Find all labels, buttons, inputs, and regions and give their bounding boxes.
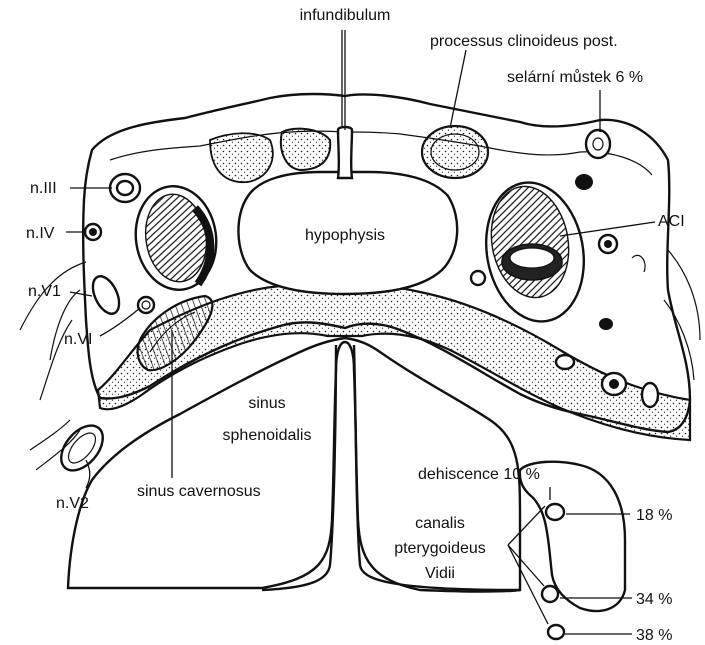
label-34: 34 % — [636, 591, 672, 608]
pterygoid-canals — [540, 502, 566, 641]
label-38: 38 % — [636, 627, 672, 644]
label-pterygoideus: pterygoideus — [394, 540, 486, 557]
label-nv1: n.V1 — [28, 283, 61, 300]
label-nv2: n.V2 — [56, 495, 89, 512]
label-canalis: canalis — [415, 515, 465, 532]
left-carotid — [134, 185, 218, 291]
leader-lines — [66, 49, 656, 635]
sphenoid-sinus — [66, 336, 522, 593]
hypophysis-body — [237, 170, 459, 296]
pterygoid-column — [518, 460, 627, 613]
label-sinus: sinus — [248, 395, 285, 412]
label-cavernosus: sinus cavernosus — [137, 483, 261, 500]
left-clinoid — [209, 127, 332, 183]
label-dehiscence: dehiscence 10 % — [418, 466, 540, 483]
label-hypophysis: hypophysis — [305, 227, 385, 244]
label-aci: ACI — [658, 213, 685, 230]
label-sphenoidalis: sphenoidalis — [223, 427, 312, 444]
label-vidii: Vidii — [425, 565, 455, 582]
label-18: 18 % — [636, 507, 672, 524]
label-nvi: n.VI — [64, 331, 92, 348]
label-n3: n.III — [30, 180, 57, 197]
right-contour-lines — [663, 249, 701, 381]
label-n4: n.IV — [26, 225, 55, 242]
label-processus: processus clinoideus post. — [430, 33, 618, 50]
left-contour-lines — [19, 261, 87, 471]
infundibulum-stalk — [336, 30, 354, 180]
right-carotid — [484, 181, 586, 323]
label-selarni: selární můstek 6 % — [507, 68, 643, 86]
processus-clinoideus — [420, 124, 490, 180]
label-infundibulum: infundibulum — [300, 7, 391, 24]
right-nerves — [469, 128, 660, 409]
labels: infundibulum processus clinoideus post. … — [26, 7, 685, 644]
